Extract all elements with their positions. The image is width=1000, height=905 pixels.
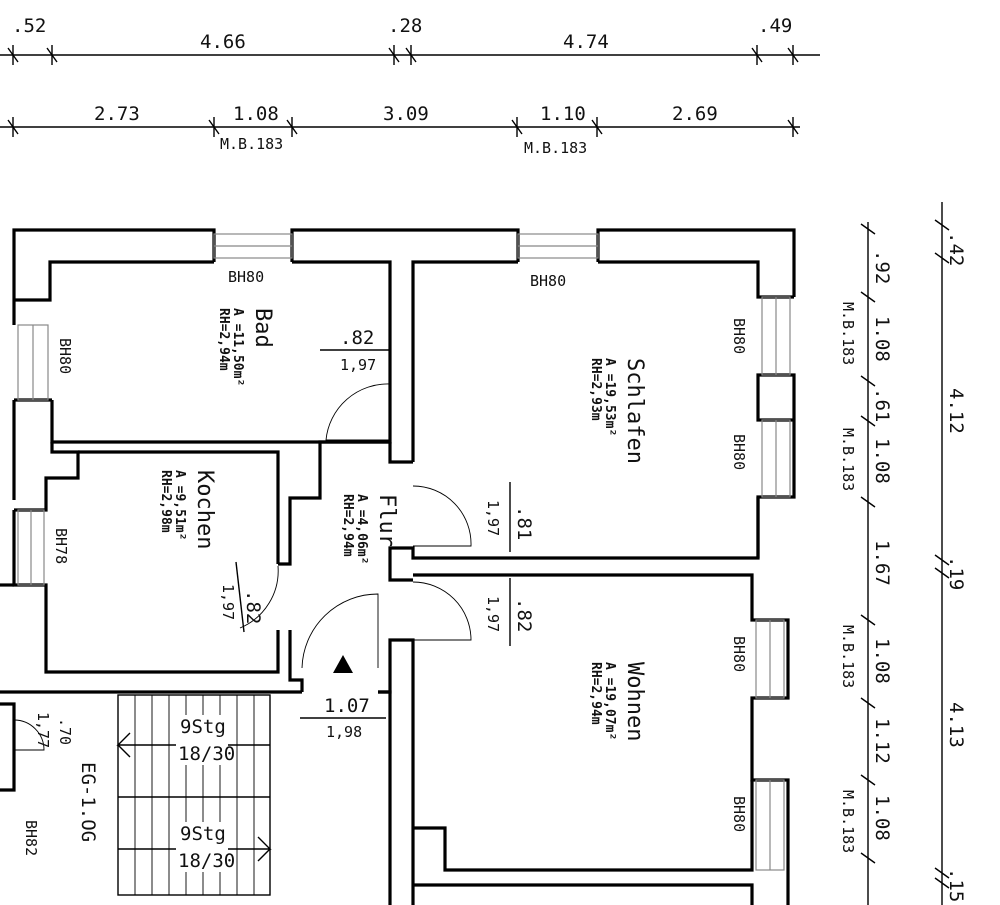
dim-top-1-d: 4.74	[563, 31, 609, 53]
door-schlafen-height: 1,97	[484, 500, 502, 536]
room-kochen-height: RH=2,98m	[158, 470, 173, 533]
dim-right-2-e: .15	[945, 868, 967, 902]
dim-top-1-c: .28	[388, 15, 422, 37]
dim-right-1-a: .92	[871, 250, 893, 284]
dim-right-1-e: 1.67	[871, 540, 893, 586]
stair-flight-1-label: 9Stg 18/30	[176, 715, 235, 765]
right-dimension-chain-2: .42 4.12 .19 4.13 .15	[934, 202, 967, 905]
room-kochen-area: A =9,51m²	[172, 470, 187, 540]
door-kochen-width: .82	[242, 590, 264, 624]
walls	[0, 228, 796, 905]
window-label-schlafen-right-2: BH80	[730, 434, 748, 470]
room-bad-area: A =11,50m²	[230, 308, 245, 386]
dim-right-2-d: 4.13	[945, 702, 967, 748]
dim-right-1-note-a: M.B.183	[839, 302, 857, 365]
room-flur: Flur A =4,06m² RH=2,94m	[340, 494, 399, 564]
dim-top-2-a: 2.73	[94, 103, 140, 125]
dim-top-2-note-a: M.B.183	[220, 135, 283, 153]
dim-top-2-b: 1.08	[233, 103, 279, 125]
entrance-triangle-icon	[333, 655, 353, 673]
room-schlafen-area: A =19,53m²	[602, 358, 617, 436]
door-schlafen-width: .81	[513, 506, 535, 540]
door-entry-width: 1.07	[324, 695, 370, 717]
door-entry-height: 1,98	[326, 723, 362, 741]
dim-right-1-h: 1.08	[871, 795, 893, 841]
dim-top-1-b: 4.66	[200, 31, 246, 53]
stair-flight-2-label: 9Stg 18/30	[176, 822, 235, 872]
room-bad-height: RH=2,94m	[216, 308, 231, 371]
room-flur-height: RH=2,94m	[340, 494, 355, 557]
dim-top-1-a: .52	[12, 15, 46, 37]
window-label-bad-left: BH80	[56, 338, 74, 374]
room-flur-area: A =4,06m²	[354, 494, 369, 564]
dim-top-2-note-b: M.B.183	[524, 139, 587, 157]
door-wohnen-width: .82	[513, 598, 535, 632]
room-wohnen-area: A =19,07m²	[602, 662, 617, 740]
window-label-kochen-left: BH78	[52, 528, 70, 564]
dim-right-1-g: 1.12	[871, 718, 893, 764]
window-label-stair-left: BH82	[22, 820, 40, 856]
window-label-bad-top: BH80	[228, 268, 264, 286]
room-bad-name: Bad	[250, 308, 275, 348]
room-wohnen: Wohnen A =19,07m² RH=2,94m	[588, 662, 647, 741]
room-wohnen-name: Wohnen	[622, 662, 647, 741]
stair-ratio-2: 18/30	[178, 850, 235, 872]
room-kochen: Kochen A =9,51m² RH=2,98m	[158, 470, 217, 549]
window-labels: BH80 BH80 BH80 BH80 BH80 BH78 BH80 BH80 …	[22, 268, 748, 856]
room-schlafen: Schlafen A =19,53m² RH=2,93m	[588, 358, 647, 464]
staircase: 9Stg 18/30 9Stg 18/30 EG-1.OG	[77, 694, 272, 896]
dim-top-1-e: .49	[758, 15, 792, 37]
dim-right-2-c: .19	[945, 556, 967, 590]
dim-right-1-c: .61	[871, 388, 893, 422]
dim-right-1-note-d: M.B.183	[839, 790, 857, 853]
door-wohnen-height: 1,97	[484, 596, 502, 632]
right-dimension-chain-1: .92 1.08 .61 1.08 1.67 1.08 1.12 1.08 M.…	[839, 222, 893, 905]
dim-right-1-note-c: M.B.183	[839, 625, 857, 688]
dim-right-1-note-b: M.B.183	[839, 428, 857, 491]
window-label-wohnen-right-1: BH80	[730, 636, 748, 672]
doors	[13, 383, 472, 751]
door-kochen-height: 1,97	[219, 584, 237, 620]
window-label-schlafen-top: BH80	[530, 272, 566, 290]
dim-top-2-d: 1.10	[540, 103, 586, 125]
door-stair-height: 1,77	[34, 712, 52, 748]
stair-steps-2: 9Stg	[180, 823, 226, 845]
dim-right-1-f: 1.08	[871, 638, 893, 684]
stair-label: EG-1.OG	[77, 762, 99, 842]
dim-top-2-c: 3.09	[383, 103, 429, 125]
door-labels: .82 1,97 .81 1,97 .82 1,97 .82 1,97 1.07…	[34, 327, 535, 748]
dim-right-1-d: 1.08	[871, 438, 893, 484]
room-schlafen-name: Schlafen	[622, 358, 647, 464]
dim-right-1-b: 1.08	[871, 316, 893, 362]
room-kochen-name: Kochen	[192, 470, 217, 549]
door-stair-width: .70	[56, 718, 74, 745]
stair-steps-1: 9Stg	[180, 716, 226, 738]
dim-right-2-b: 4.12	[945, 388, 967, 434]
dim-top-2-e: 2.69	[672, 103, 718, 125]
top-dimension-chain-2: 2.73 1.08 3.09 1.10 2.69 M.B.183 M.B.183	[0, 103, 800, 157]
window-label-schlafen-right-1: BH80	[730, 318, 748, 354]
room-wohnen-height: RH=2,94m	[588, 662, 603, 725]
top-dimension-chain-1: .52 4.66 .28 4.74 .49	[0, 15, 820, 65]
stair-ratio-1: 18/30	[178, 743, 235, 765]
room-flur-name: Flur	[374, 494, 399, 547]
room-bad: Bad A =11,50m² RH=2,94m	[216, 308, 275, 386]
window-label-wohnen-right-2: BH80	[730, 796, 748, 832]
room-schlafen-height: RH=2,93m	[588, 358, 603, 421]
door-bad-width: .82	[340, 327, 374, 349]
dim-right-2-a: .42	[945, 232, 967, 266]
door-bad-height: 1,97	[340, 356, 376, 374]
windows	[17, 233, 791, 871]
